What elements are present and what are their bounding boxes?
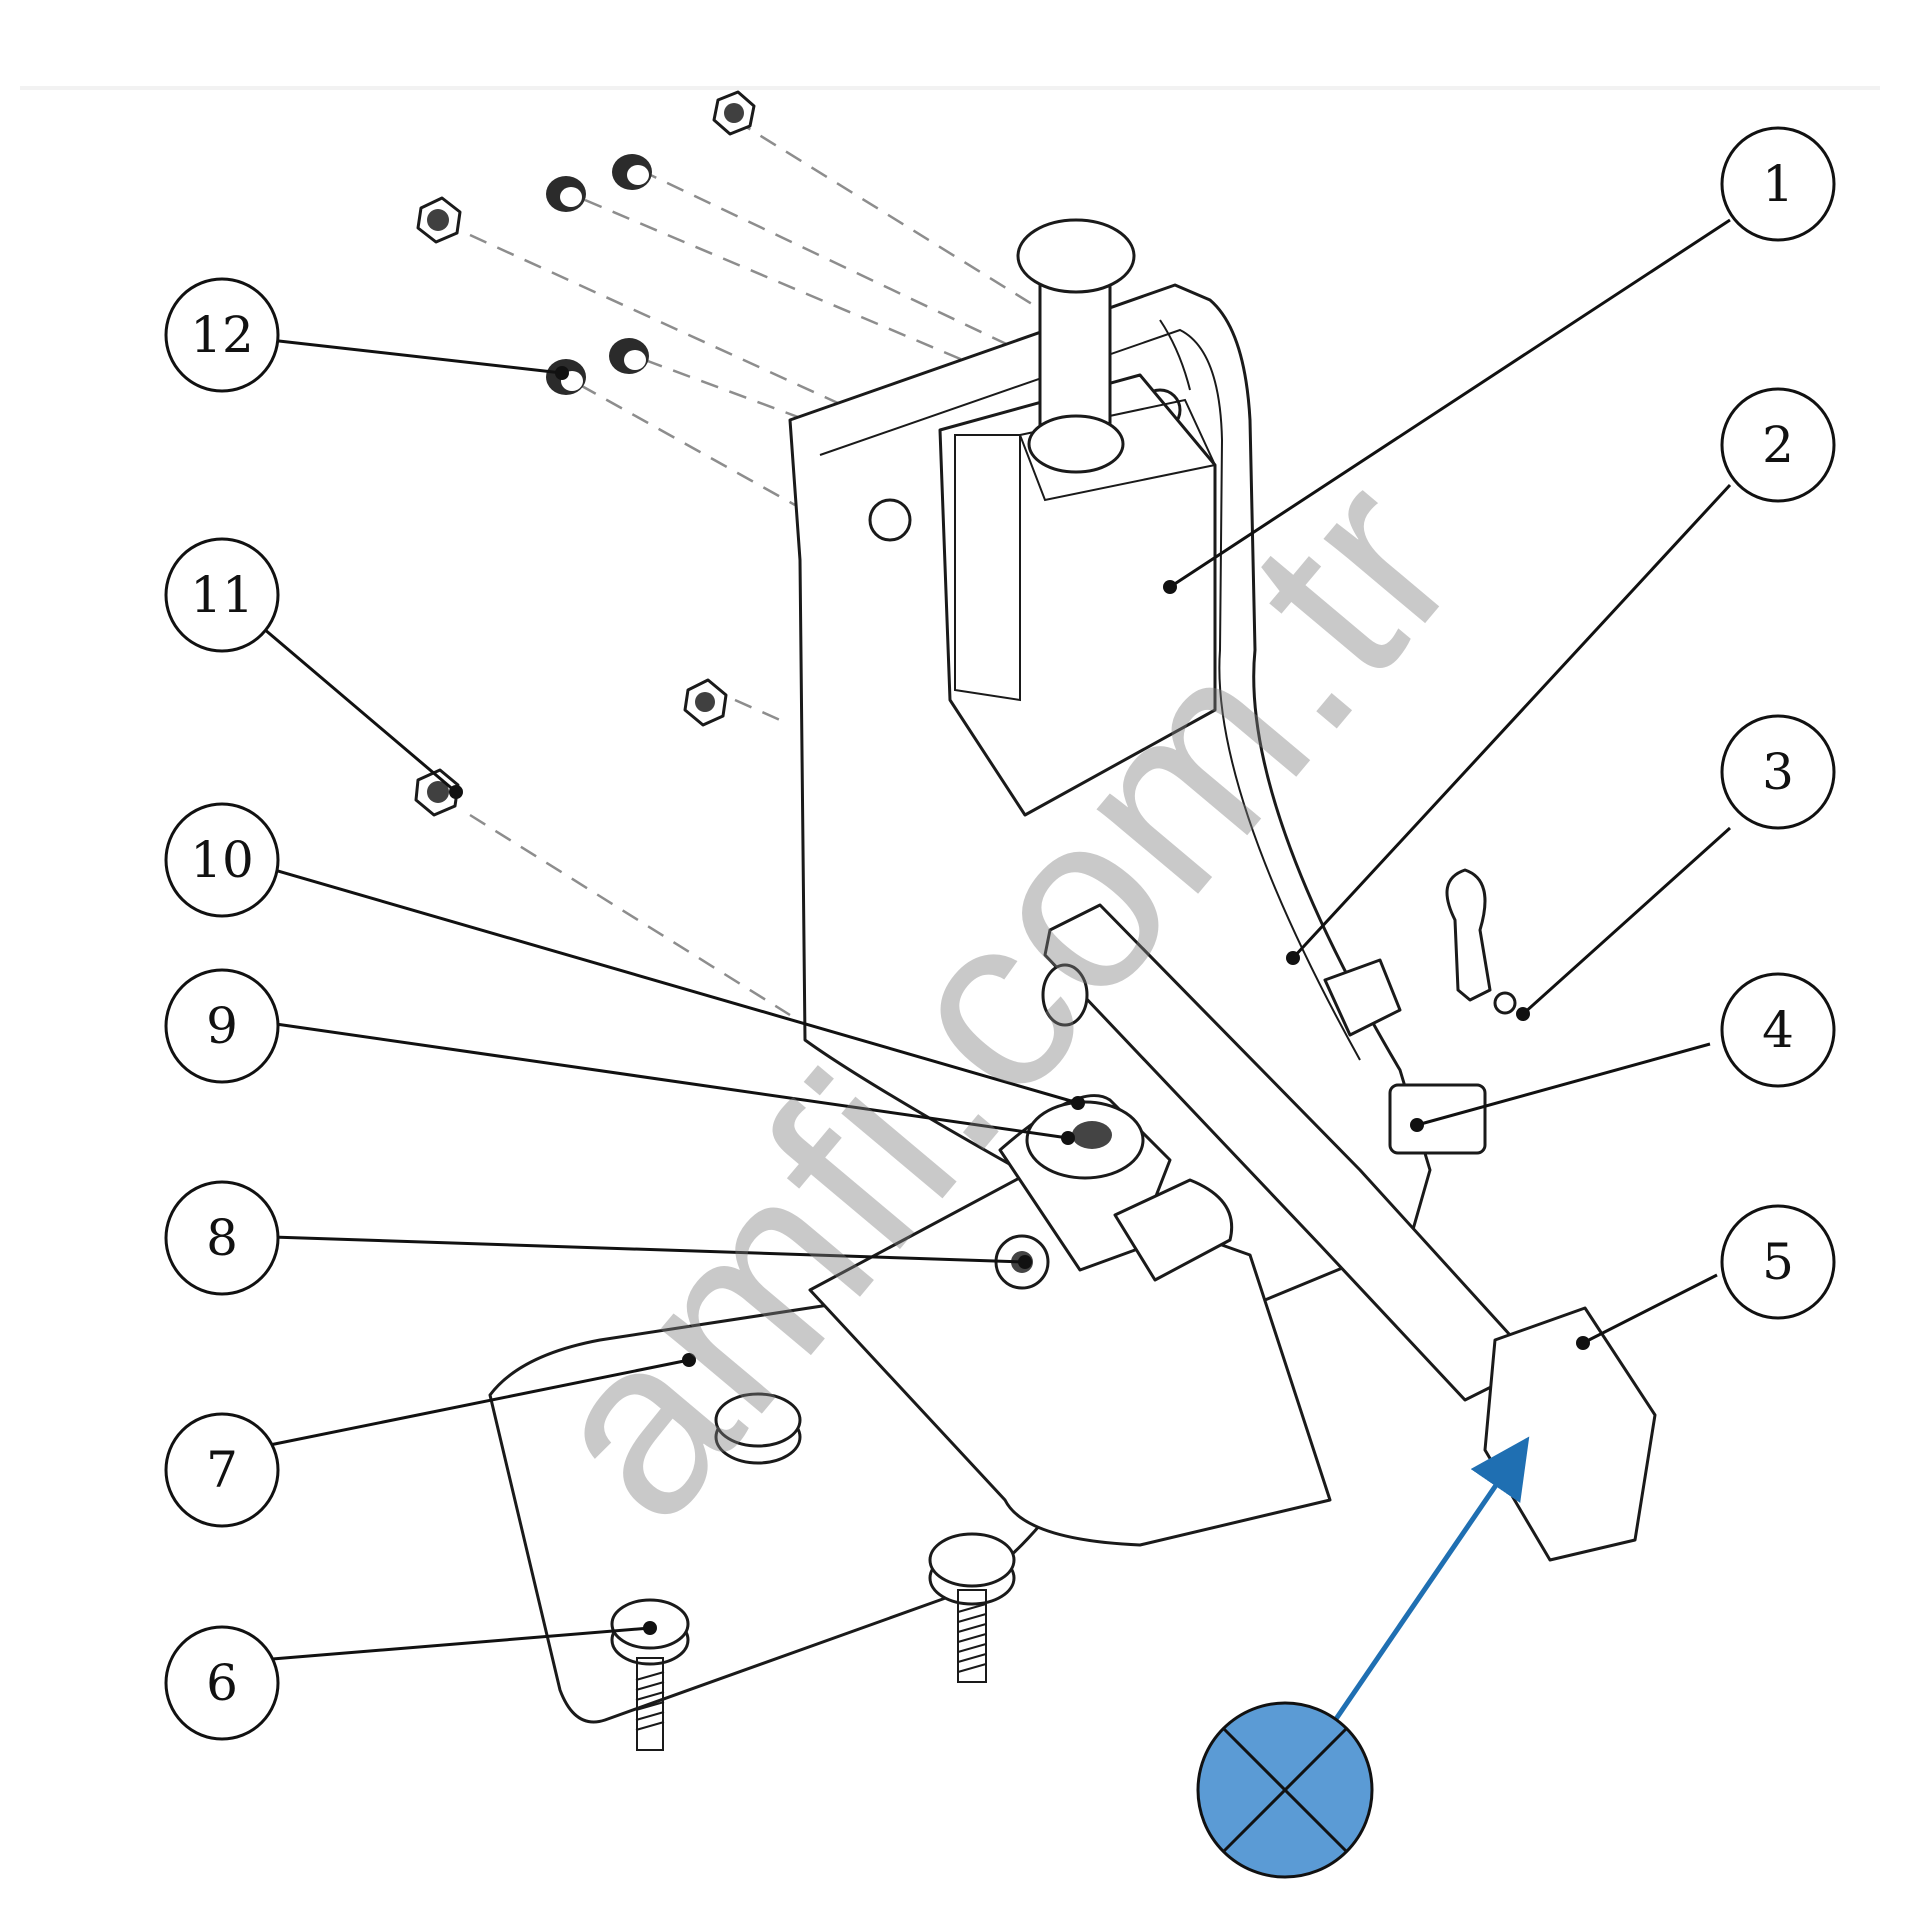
callout-anchor-dots	[449, 366, 1590, 1635]
latch-block	[938, 218, 1217, 817]
callout-leader-lines	[239, 218, 1732, 1662]
lever-grip	[1483, 1306, 1657, 1562]
callout-label-4: 4	[1762, 1001, 1794, 1059]
hex-nut-lower	[414, 768, 460, 817]
callout-label-2: 2	[1762, 416, 1794, 474]
callout-4: 4	[1720, 972, 1836, 1088]
plate-screw-upper	[868, 498, 912, 542]
callout-9: 9	[164, 968, 280, 1084]
callout-8: 8	[164, 1180, 280, 1296]
pivot-screw	[1072, 1121, 1112, 1149]
callout-label-7: 7	[206, 1441, 238, 1499]
latch-top-face	[1018, 398, 1217, 502]
rear-lug	[1323, 958, 1402, 1037]
callout-label-1: 1	[1762, 155, 1794, 213]
callout-12: 12	[164, 277, 280, 393]
callout-circles: 1 2 3 4 5 6 7	[164, 126, 1836, 1741]
direction-marker	[1196, 1436, 1530, 1879]
callout-11: 11	[164, 537, 280, 653]
callout-label-10: 10	[190, 831, 254, 889]
callout-label-12: 12	[190, 306, 254, 364]
stud-top-center	[546, 176, 586, 212]
callout-7: 7	[164, 1412, 280, 1528]
pin-loop	[1445, 868, 1492, 1002]
callout-10: 10	[164, 802, 280, 918]
latch-body	[938, 373, 1217, 817]
quick-release-pin	[1388, 868, 1517, 1155]
callout-label-8: 8	[206, 1209, 238, 1267]
callout-1: 1	[1720, 126, 1836, 242]
callout-label-11: 11	[190, 566, 254, 624]
callout-2: 2	[1720, 387, 1836, 503]
pin-cap	[1016, 218, 1136, 294]
cross-pin	[1113, 1178, 1234, 1282]
mount-body	[808, 1173, 1332, 1547]
hex-nut-top-left	[416, 196, 462, 244]
thumb-screw-left	[714, 1392, 802, 1465]
pin-tip	[1493, 991, 1517, 1015]
circle-x-icon	[1196, 1701, 1374, 1879]
plate-corner	[1159, 319, 1191, 391]
stud-mid-right	[609, 338, 649, 374]
callout-label-9: 9	[206, 997, 238, 1055]
knurled-thumb-screws	[610, 1392, 1016, 1751]
plate-edge	[819, 328, 1361, 1061]
thumb-screw-right	[928, 1532, 1016, 1683]
callout-3: 3	[1720, 714, 1836, 830]
hex-nut-mid	[683, 678, 728, 727]
lever-hole	[1041, 963, 1089, 1027]
hex-nut-top-right	[712, 90, 756, 136]
callout-5: 5	[1720, 1204, 1836, 1320]
callout-label-3: 3	[1762, 743, 1794, 801]
callout-label-5: 5	[1762, 1233, 1794, 1291]
direction-arrow	[1320, 1436, 1530, 1740]
callout-label-6: 6	[206, 1654, 238, 1712]
latch-front-face	[954, 434, 1021, 702]
callout-6: 6	[164, 1625, 280, 1741]
pin-collar	[1027, 414, 1125, 474]
stud-top-right	[612, 154, 652, 190]
